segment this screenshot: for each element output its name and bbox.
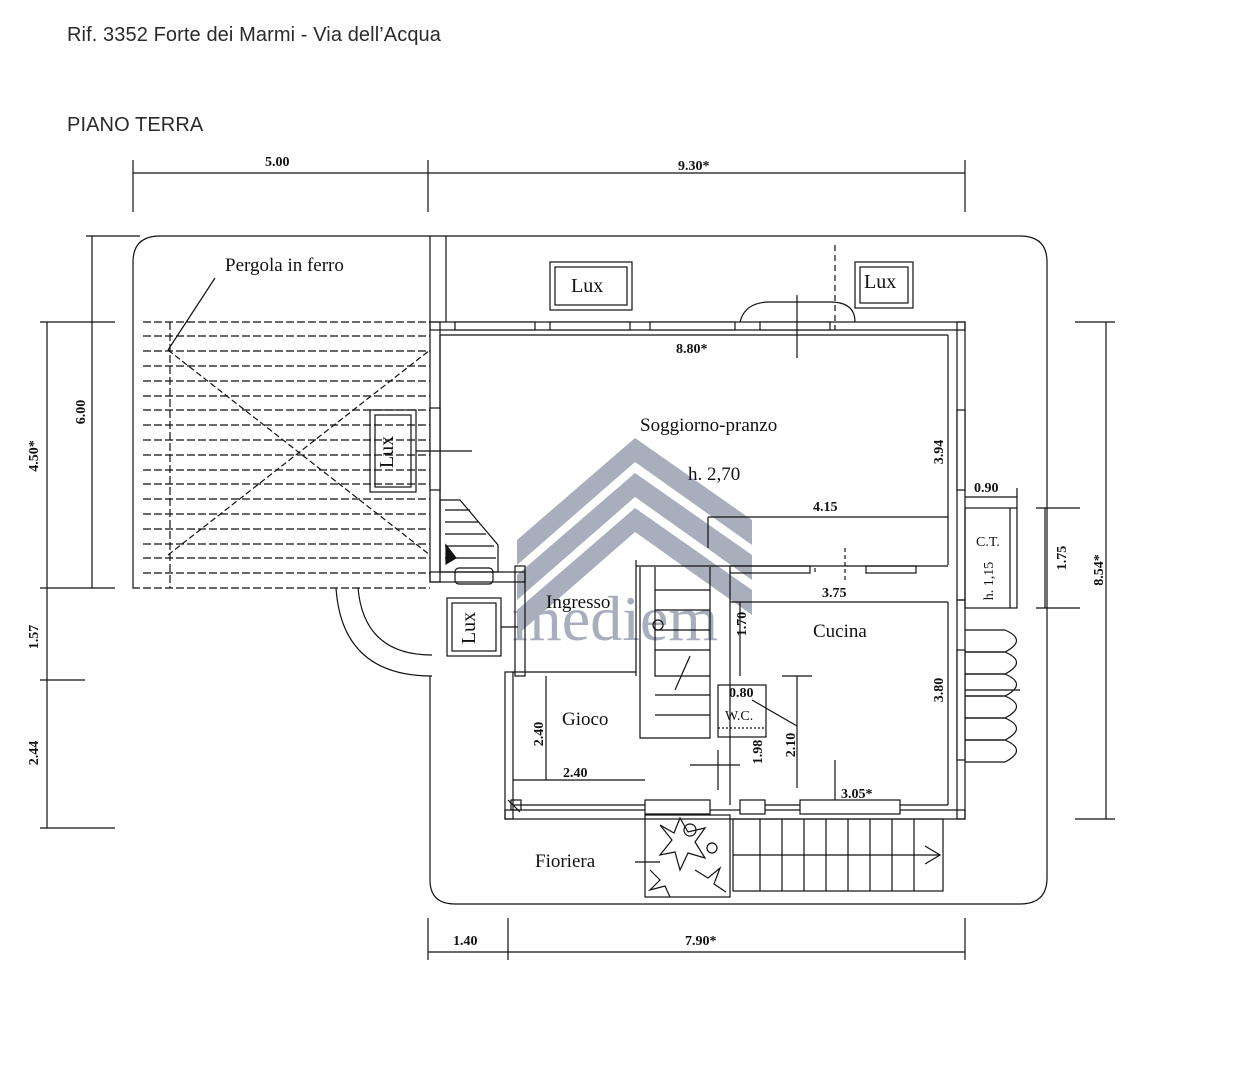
lux-frames	[369, 261, 914, 657]
dim-left-bottom: 2.44	[27, 741, 42, 766]
floor-title: PIANO TERRA	[67, 114, 204, 136]
watermark-logo: mediem	[512, 438, 752, 654]
watermark-chevron-1	[517, 438, 752, 565]
label-lux-left: Lux	[376, 436, 398, 468]
pergola	[143, 277, 431, 589]
dim-cucina-inner: 2.10	[784, 733, 799, 758]
dim-wc-depth: 1.98	[751, 740, 766, 765]
staircase	[439, 499, 711, 739]
dim-ct-width: 0.90	[974, 481, 999, 496]
label-cucina: Cucina	[813, 621, 867, 642]
dim-soggiorno-width: 8.80*	[676, 342, 708, 357]
dim-left-mid: 1.57	[27, 625, 42, 650]
label-ingresso: Ingresso	[546, 592, 610, 613]
watermark-text: mediem	[512, 583, 718, 654]
dimension-lines	[40, 160, 1115, 960]
dim-left-inner: 6.00	[74, 400, 89, 425]
label-gioco: Gioco	[562, 709, 608, 730]
label-lux-top-right: Lux	[864, 271, 896, 293]
dim-ingresso-depth: 1.70	[735, 612, 750, 637]
label-wc: W.C.	[725, 709, 753, 724]
dim-corridor: 4.15	[813, 500, 838, 515]
dim-gioco-depth: 2.40	[532, 722, 547, 747]
label-fioriera: Fioriera	[535, 851, 596, 872]
ct-room	[964, 507, 1018, 609]
wc-room	[717, 684, 767, 738]
label-pergola: Pergola in ferro	[225, 255, 344, 276]
dim-left-outer: 4.50*	[27, 440, 42, 472]
dim-cucina-bottom: 3.05*	[841, 787, 873, 802]
misc-lines	[507, 699, 798, 813]
dim-ct-depth: 1.75	[1055, 546, 1070, 571]
watermark-chevron-3	[517, 508, 752, 635]
dim-cucina-width: 3.75	[822, 586, 847, 601]
room-labels: Pergola in ferro Soggiorno-pranzo h. 2,7…	[225, 255, 1000, 872]
dim-gioco-width: 2.40	[563, 766, 588, 781]
dim-bottom-left: 1.40	[453, 934, 478, 949]
label-ct-height: h. 1,15	[982, 562, 997, 601]
dimension-labels: 5.00 9.30* 8.80* 3.94 4.15 0.90 1.75 8.5…	[27, 155, 1107, 949]
dim-wc-width: 0.80	[729, 686, 754, 701]
watermark-chevron-2	[517, 473, 752, 600]
dim-top-left: 5.00	[265, 155, 290, 170]
fioriera-planter	[635, 814, 731, 898]
label-lux-ingresso: Lux	[458, 612, 480, 644]
site-outline	[132, 235, 1048, 905]
dim-cucina-depth: 3.80	[932, 678, 947, 703]
label-soggiorno: Soggiorno-pranzo	[640, 415, 777, 436]
lux-labels: Lux Lux Lux Lux	[376, 271, 896, 644]
dim-right-total: 8.54*	[1092, 554, 1107, 586]
label-lux-top-left: Lux	[571, 275, 603, 297]
exterior-steps	[732, 818, 944, 892]
walls	[429, 295, 966, 820]
label-ct: C.T.	[976, 535, 1000, 550]
doors	[454, 548, 917, 585]
label-height-soggiorno: h. 2,70	[688, 464, 740, 485]
garden-steps	[965, 629, 1020, 763]
reference-title: Rif. 3352 Forte dei Marmi - Via dell’Acq…	[67, 24, 441, 46]
dim-soggiorno-depth: 3.94	[932, 440, 947, 465]
dim-bottom-right: 7.90*	[685, 934, 717, 949]
dim-top-right: 9.30*	[678, 159, 710, 174]
